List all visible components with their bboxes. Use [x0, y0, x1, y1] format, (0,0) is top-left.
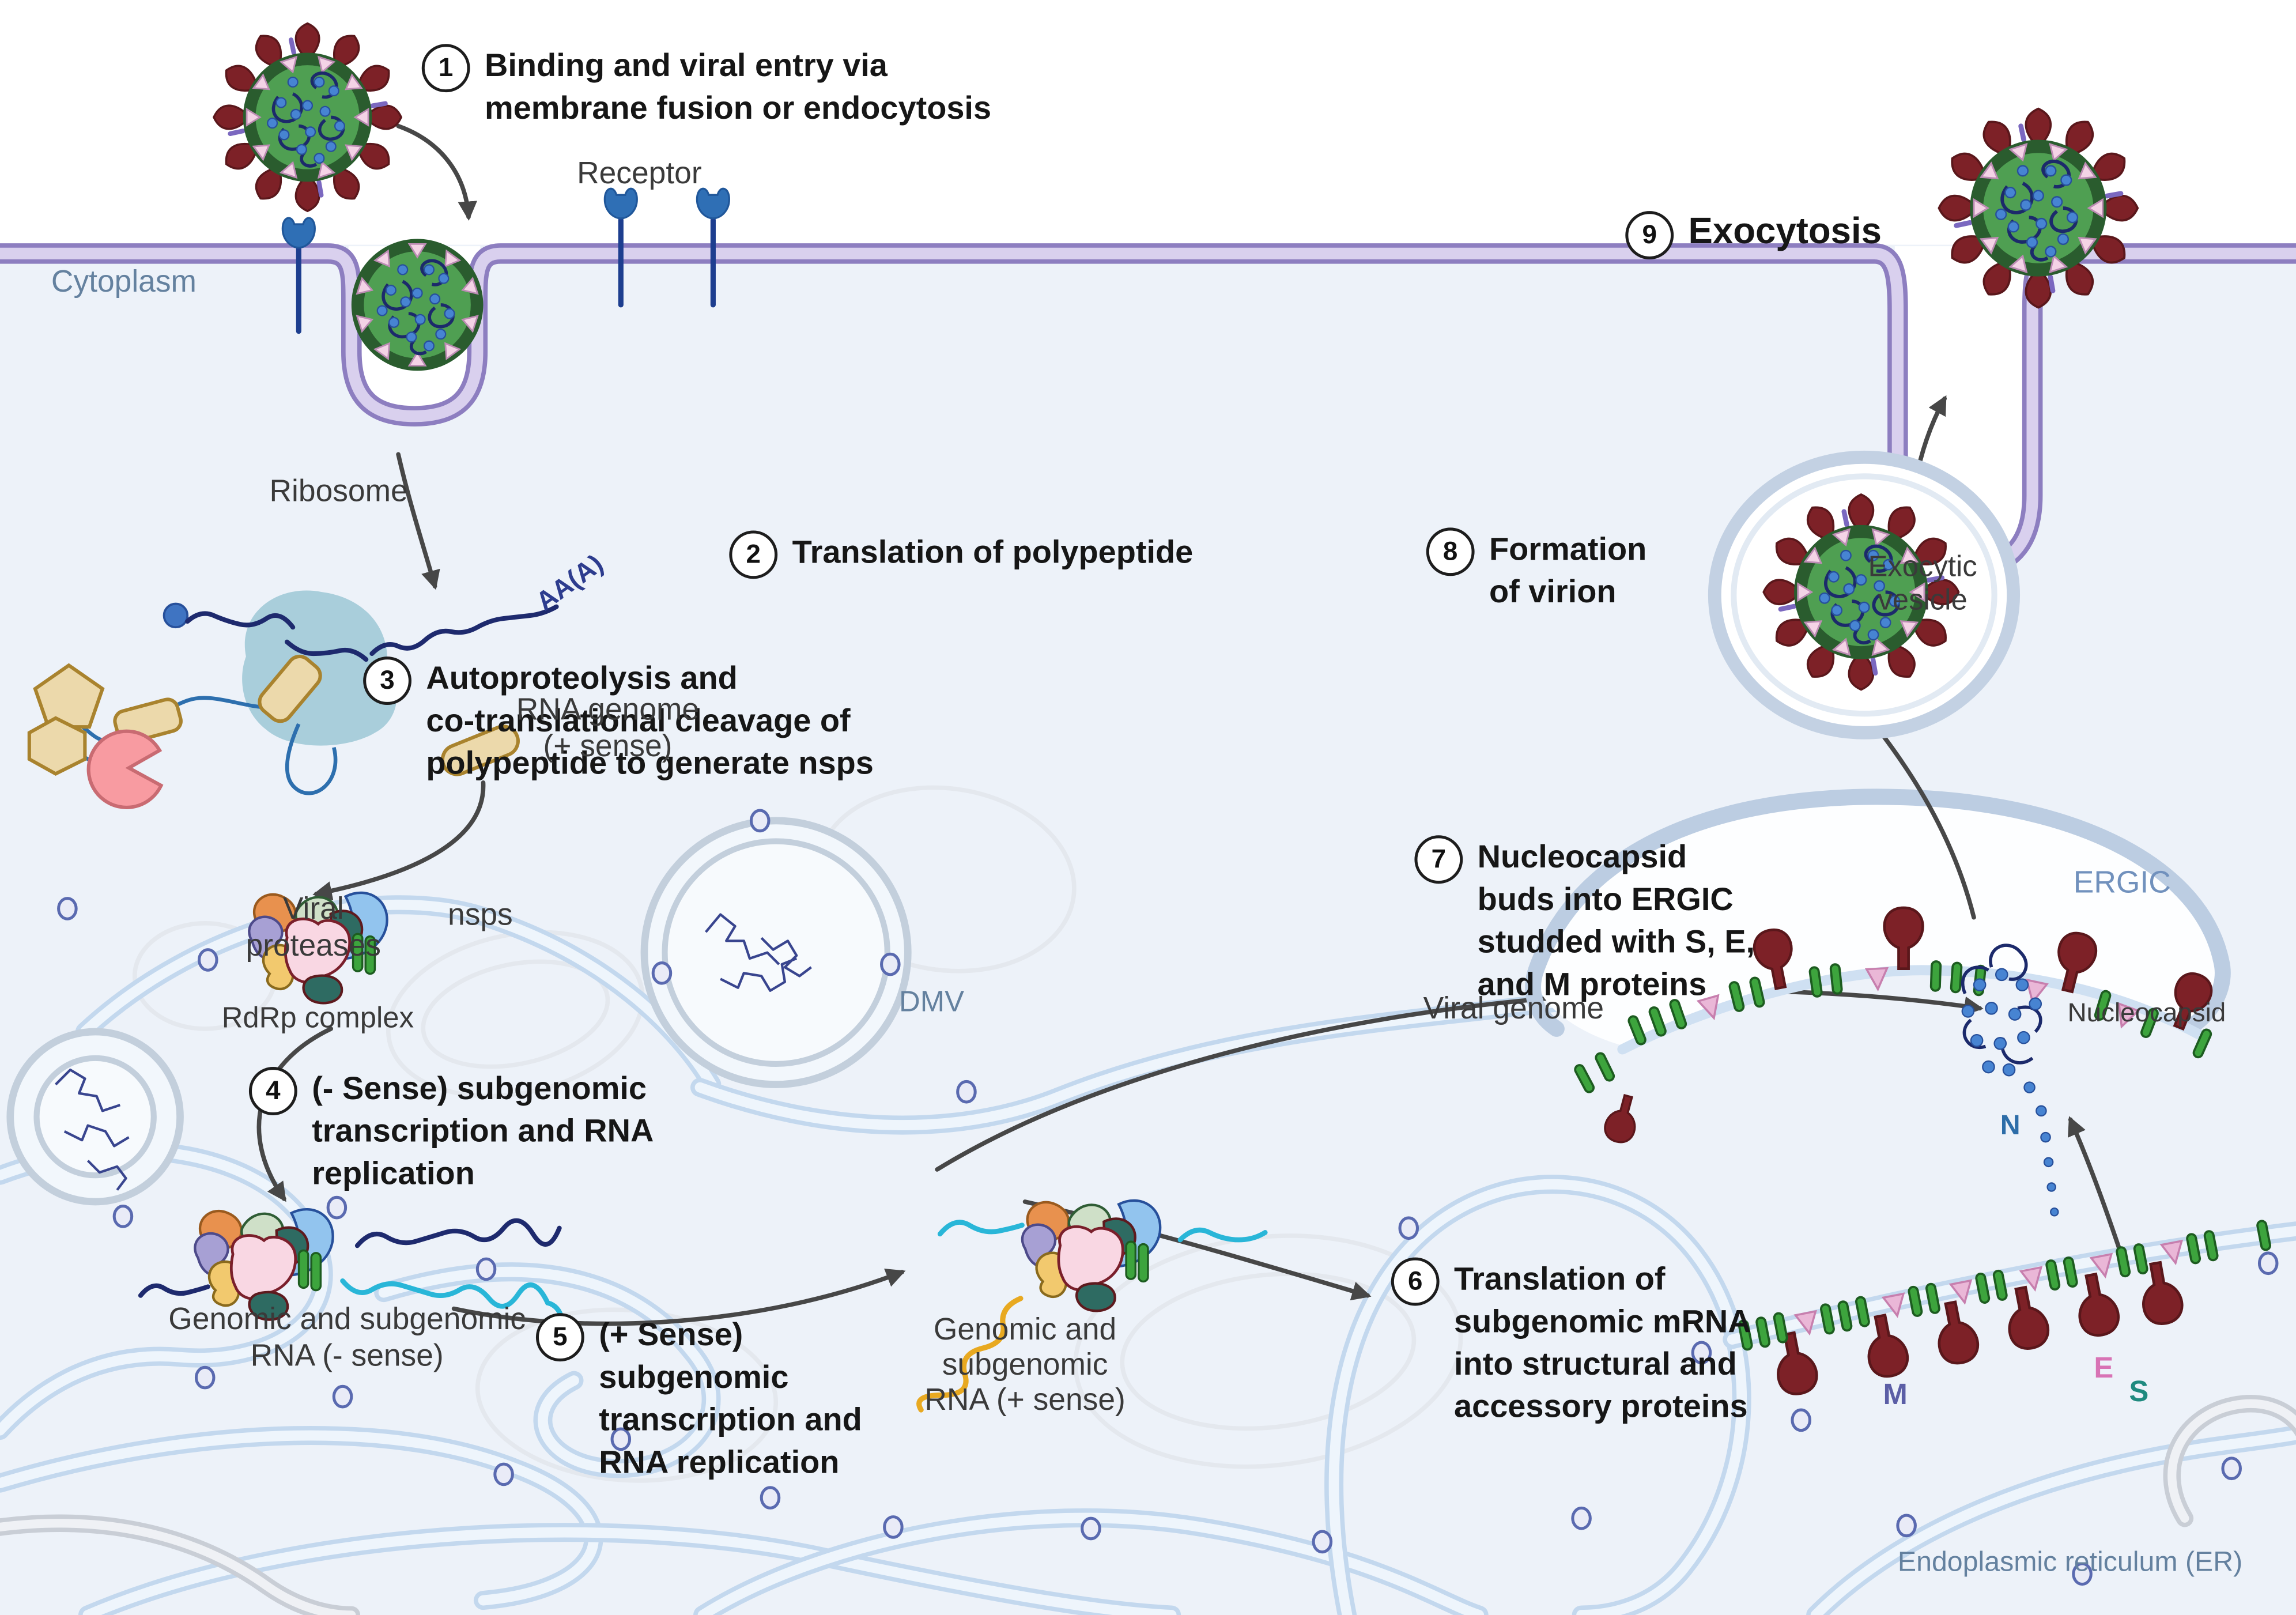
er-label: Endoplasmic reticulum (ER)	[1897, 1548, 2243, 1579]
step-6-number: 6	[1391, 1257, 1440, 1306]
rna-genome-label: RNA genome (+ sense)	[516, 693, 700, 764]
receptor-icons	[281, 187, 730, 334]
step-5-number: 5	[535, 1313, 584, 1362]
genomic-plus-label: Genomic and subgenomic RNA (+ sense)	[924, 1313, 1126, 1417]
rdrp-label: RdRp complex	[221, 1002, 414, 1035]
nsp-icon	[440, 725, 520, 776]
step-8: 8 Formation of virion	[1426, 527, 1647, 612]
step-8-line: of virion	[1489, 573, 1617, 610]
rdrp-complex-plus-sense	[916, 1201, 1268, 1413]
nucleocapsid-icon	[1961, 944, 2059, 1217]
er-whorl	[6, 1028, 184, 1206]
step-4-line: replication	[312, 1154, 475, 1192]
viral-proteases-label: Viral proteases	[246, 892, 381, 963]
step-6-line: into structural and	[1454, 1345, 1737, 1382]
step-1-line: Binding and viral entry via	[485, 47, 888, 84]
step-7-line: Nucleocapsid	[1477, 838, 1687, 875]
flow-arrows	[256, 123, 2129, 1326]
polyprotein-icon	[27, 654, 322, 776]
step-8-number: 8	[1426, 527, 1475, 576]
step-4-line: (- Sense) subgenomic	[312, 1070, 647, 1107]
step-3-number: 3	[363, 656, 411, 705]
step-9: 9 Exocytosis	[1625, 211, 1882, 260]
step-5-line: RNA replication	[599, 1443, 840, 1481]
step-6-line: Translation of	[1454, 1260, 1666, 1297]
step-6: 6 Translation of subgenomic mRNA into st…	[1391, 1257, 1751, 1428]
step-1-number: 1	[421, 44, 470, 93]
rdrp-complex-minus-sense	[138, 1209, 565, 1323]
receptor-label: Receptor	[577, 157, 702, 191]
step-1: 1 Binding and viral entry via membrane f…	[421, 44, 992, 129]
er-ribosome-dots	[57, 809, 2279, 1586]
viral-rna-squiggles	[55, 913, 812, 1191]
step-2-number: 2	[729, 530, 778, 579]
nucleocapsid-label: Nucleocapsid	[2067, 998, 2226, 1028]
step-2: 2 Translation of polypeptide	[729, 530, 1193, 579]
step-7-number: 7	[1414, 835, 1463, 884]
step-5-line: subgenomic	[599, 1359, 789, 1395]
m-protein-label: M	[1883, 1379, 1908, 1412]
ergic-label: ERGIC	[2073, 866, 2171, 900]
step-3-line: co-translational cleavage of	[426, 701, 851, 739]
genomic-minus-label: Genomic and subgenomic RNA (- sense)	[168, 1303, 526, 1373]
step-7-line: studded with S, E,	[1477, 923, 1755, 960]
e-protein-label: E	[2094, 1352, 2114, 1385]
step-4-number: 4	[248, 1067, 297, 1115]
viral-protease-icon	[86, 729, 164, 809]
step-5-line: transcription and	[599, 1401, 862, 1438]
step-1-line: membrane fusion or endocytosis	[485, 89, 992, 126]
step-3: 3 Autoproteolysis and co-translational c…	[363, 656, 874, 784]
step-3-line: Autoproteolysis and	[426, 659, 738, 696]
step-8-line: Formation	[1489, 530, 1647, 568]
step-9-line: Exocytosis	[1688, 211, 1882, 252]
step-4: 4 (- Sense) subgenomic transcription and…	[248, 1067, 654, 1194]
nsps-label: nsps	[448, 898, 513, 933]
step-7: 7 Nucleocapsid buds into ERGIC studded w…	[1414, 835, 1755, 1005]
viral-genome-label: Viral genome	[1423, 992, 1604, 1026]
exocytic-vesicle-label: Exocytic vesicle	[1868, 551, 1977, 617]
step-3-line: polypeptide to generate nsps	[426, 744, 874, 782]
step-9-number: 9	[1625, 211, 1674, 260]
endocytosed-virion-icon	[352, 239, 484, 371]
dmv-icon	[640, 817, 912, 1088]
rna-genome-strand	[163, 602, 559, 795]
dmv-label: DMV	[899, 986, 965, 1019]
ergic-icon	[1525, 788, 2231, 1146]
step-5-line: (+ Sense)	[599, 1316, 743, 1353]
cytoplasm-label: Cytoplasm	[51, 265, 197, 299]
n-protein-label: N	[2000, 1111, 2021, 1142]
step-2-line: Translation of polypeptide	[792, 533, 1194, 571]
step-6-line: accessory proteins	[1454, 1387, 1748, 1425]
step-4-line: transcription and RNA	[312, 1112, 654, 1149]
step-5: 5 (+ Sense) subgenomic transcription and…	[535, 1313, 862, 1483]
step-7-line: buds into ERGIC	[1477, 881, 1734, 918]
s-protein-label: S	[2129, 1376, 2149, 1409]
step-7-line: and M proteins	[1477, 965, 1707, 1003]
step-6-line: subgenomic mRNA	[1454, 1303, 1751, 1339]
ribosome-label: Ribosome	[269, 474, 408, 509]
